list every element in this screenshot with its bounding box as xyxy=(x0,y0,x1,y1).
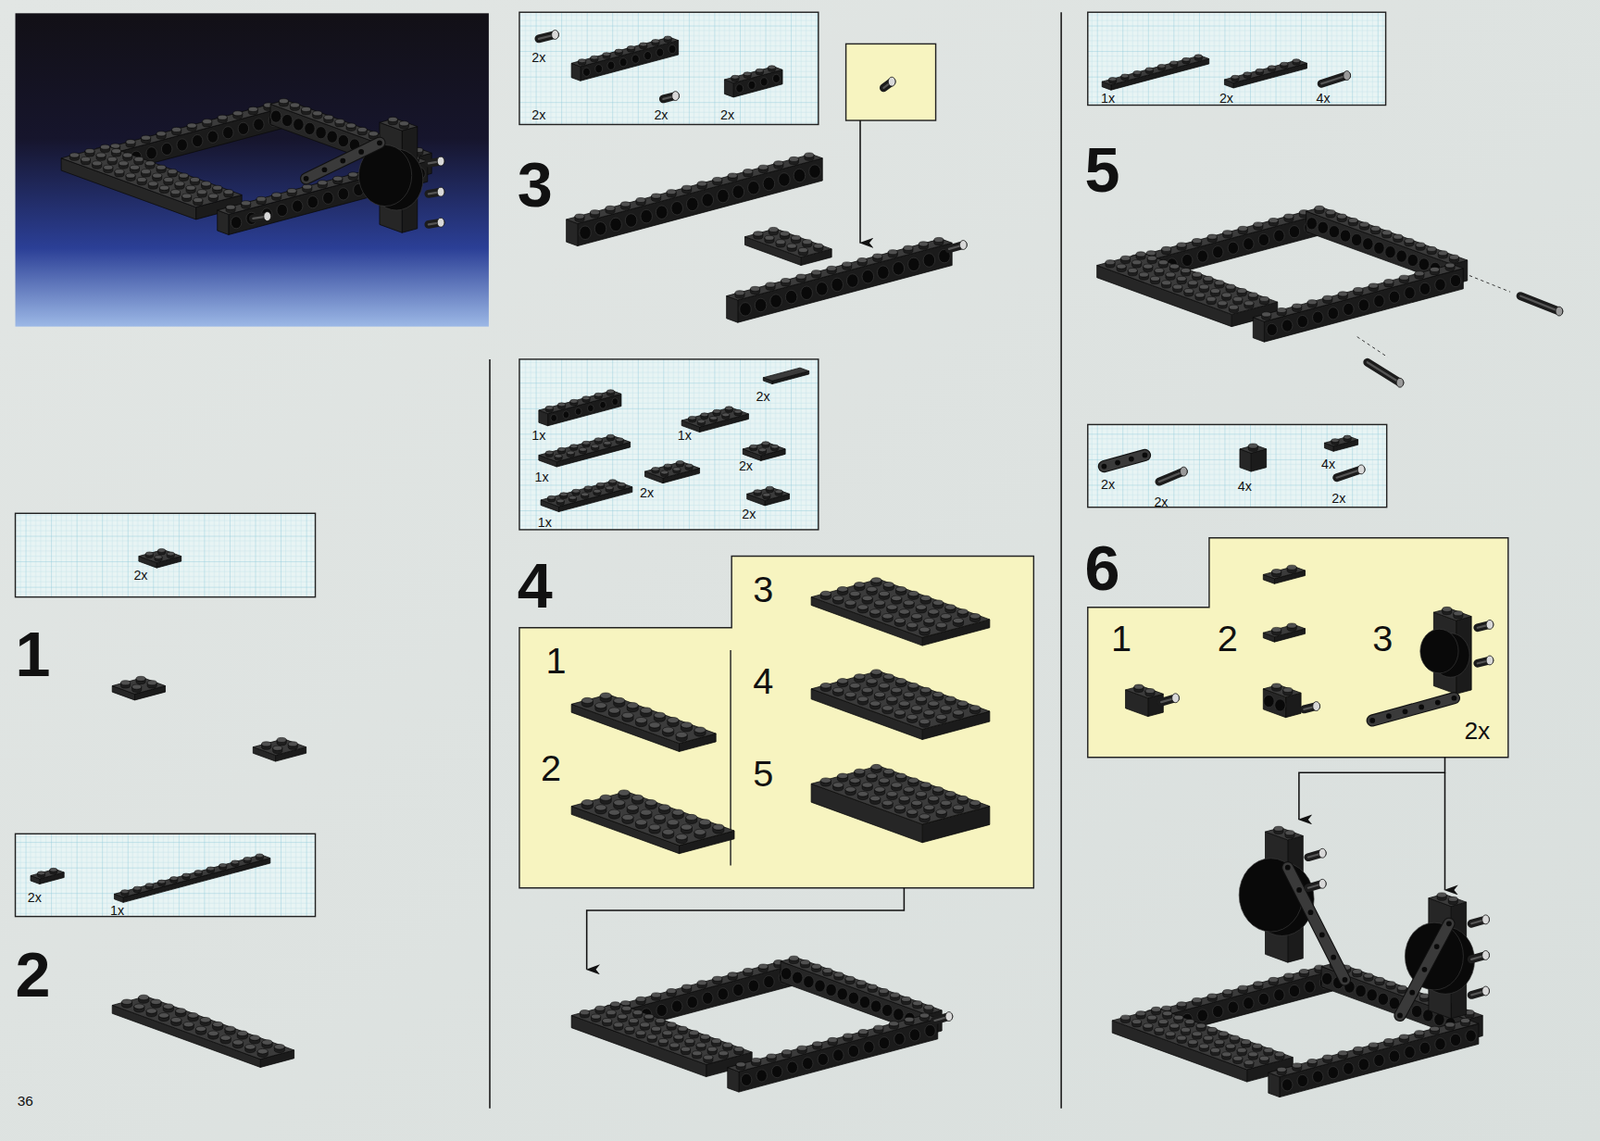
quantity-label: 4x xyxy=(1316,91,1331,105)
step-number: 2 xyxy=(15,942,51,1006)
quantity-label: 4x xyxy=(1237,479,1252,493)
substep-number: 2 xyxy=(540,750,562,788)
quantity-label: 2x xyxy=(1100,477,1115,491)
brick-illustrations xyxy=(30,30,1563,1098)
quantity-label: 4x xyxy=(1321,457,1336,471)
page-number: 36 xyxy=(17,1093,34,1108)
quantity-label: 2x xyxy=(531,108,546,122)
step-number: 3 xyxy=(517,152,553,216)
step-number: 5 xyxy=(1085,137,1121,201)
substep-number: 3 xyxy=(752,571,774,609)
quantity-label: 1x xyxy=(537,515,552,529)
parts-boxes xyxy=(15,12,1388,916)
quantity-label: 2x xyxy=(1463,718,1490,743)
substep-number: 1 xyxy=(546,642,567,680)
step-number: 6 xyxy=(1085,536,1121,600)
quantity-label: 2x xyxy=(27,890,42,904)
quantity-label: 1x xyxy=(531,428,546,442)
quantity-label: 1x xyxy=(110,903,125,917)
quantity-label: 2x xyxy=(1219,91,1234,105)
divider xyxy=(488,359,491,1109)
divider xyxy=(1060,12,1063,1109)
substep-number: 2 xyxy=(1217,620,1238,658)
quantity-label: 1x xyxy=(677,428,692,442)
assembly-arrows xyxy=(587,120,1446,970)
quantity-label: 2x xyxy=(1153,495,1168,509)
quantity-label: 2x xyxy=(741,507,756,521)
quantity-label: 2x xyxy=(639,486,654,500)
substep-number: 4 xyxy=(752,662,774,700)
quantity-label: 1x xyxy=(1100,91,1115,105)
quantity-label: 2x xyxy=(720,108,735,122)
quantity-label: 2x xyxy=(738,459,753,473)
substep-number: 1 xyxy=(1111,620,1132,658)
quantity-label: 2x xyxy=(756,389,771,403)
quantity-label: 2x xyxy=(653,108,668,122)
quantity-label: 1x xyxy=(535,470,550,484)
substep-number: 3 xyxy=(1372,620,1393,658)
subassembly-boxes xyxy=(519,43,1509,888)
step-number: 1 xyxy=(15,622,51,686)
quantity-label: 2x xyxy=(1331,491,1346,505)
quantity-label: 2x xyxy=(531,50,546,64)
step-number: 4 xyxy=(517,553,553,617)
photo-panel xyxy=(15,12,489,326)
substep-number: 5 xyxy=(752,755,774,793)
quantity-label: 2x xyxy=(133,568,148,582)
